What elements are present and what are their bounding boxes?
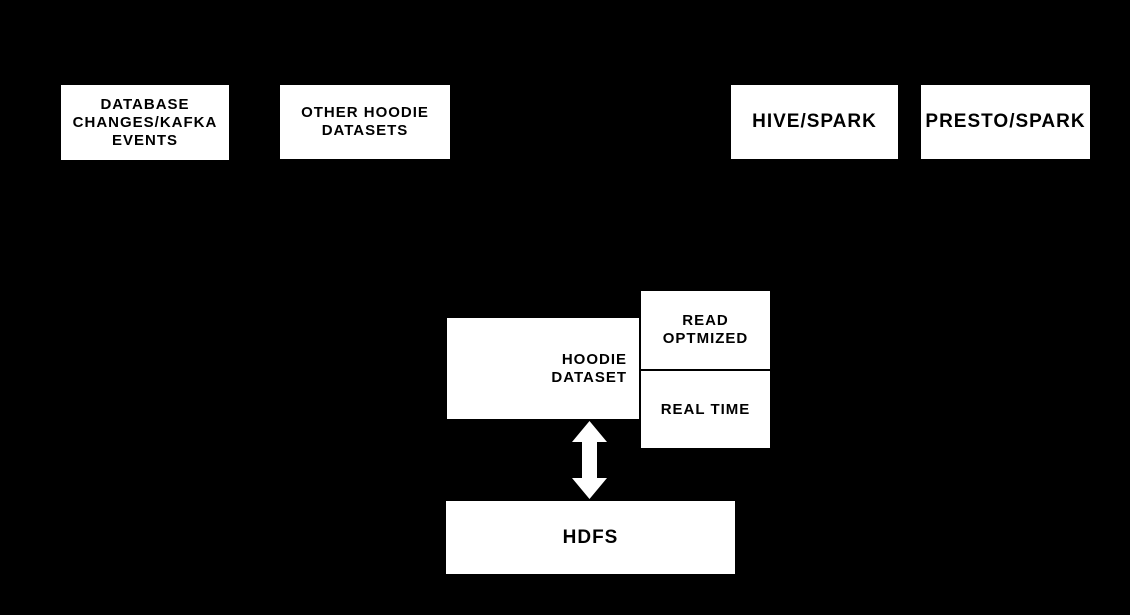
real-time-node: REAL TIME [641,371,770,448]
hoodie-dataset-node: HOODIE DATASET [447,318,639,419]
read-optimized-node: READ OPTMIZED [641,291,770,369]
presto-spark-node: PRESTO/SPARK [921,85,1090,159]
hive-spark-node: HIVE/SPARK [731,85,898,159]
other-hoodie-datasets-node: OTHER HOODIE DATASETS [280,85,450,159]
database-changes-kafka-events-node: DATABASE CHANGES/KAFKA EVENTS [61,85,229,160]
hdfs-node: HDFS [446,501,735,574]
up-down-arrow-icon [572,421,607,499]
